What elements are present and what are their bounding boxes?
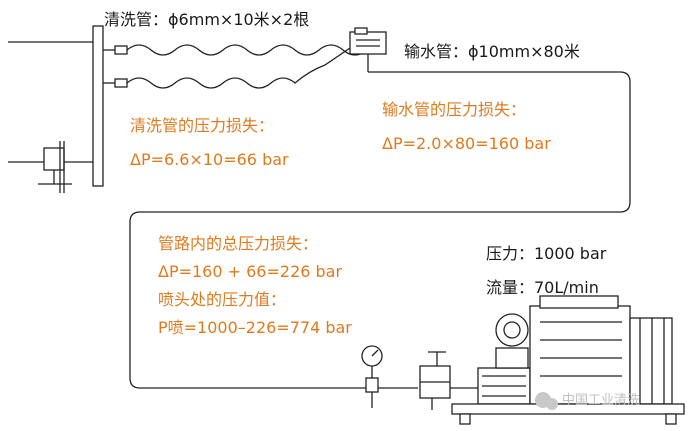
valve-assembly bbox=[378, 351, 478, 410]
splitter-reel bbox=[349, 27, 387, 72]
pump-pressure: 压力：1000 bar bbox=[486, 244, 607, 263]
delivery-hose-spec: 输水管：ϕ10mm×80米 bbox=[404, 42, 580, 61]
delivery-loss-title: 输水管的压力损失： bbox=[382, 100, 527, 119]
cleaning-hose-spec: 清洗管：ϕ6mm×10米×2根 bbox=[104, 10, 310, 29]
total-loss-formula: ΔP=160 + 66=226 bar bbox=[158, 262, 343, 281]
nozzle-pressure-title: 喷头处的压力值： bbox=[158, 290, 287, 309]
heat-exchanger bbox=[8, 25, 104, 193]
cleaning-hose-lower bbox=[126, 47, 351, 89]
pump-unit bbox=[451, 295, 685, 425]
cleaning-loss-formula: ΔP=6.6×10=66 bar bbox=[130, 150, 289, 169]
delivery-loss-formula: ΔP=2.0×80=160 bar bbox=[382, 134, 551, 153]
watermark-text: 中国工业清洗 bbox=[562, 393, 641, 408]
total-loss-title: 管路内的总压力损失： bbox=[158, 234, 319, 253]
pump-flow: 流量：70L/min bbox=[486, 278, 599, 297]
cleaning-hose-upper bbox=[126, 44, 369, 56]
nozzle-pressure-formula: P喷=1000–226=774 bar bbox=[158, 318, 352, 337]
cleaning-loss-title: 清洗管的压力损失： bbox=[130, 116, 275, 135]
wechat-icon bbox=[535, 392, 558, 410]
pressure-gauge bbox=[361, 345, 383, 408]
cleaning-lances bbox=[103, 45, 128, 88]
delivery-hose bbox=[129, 71, 631, 389]
